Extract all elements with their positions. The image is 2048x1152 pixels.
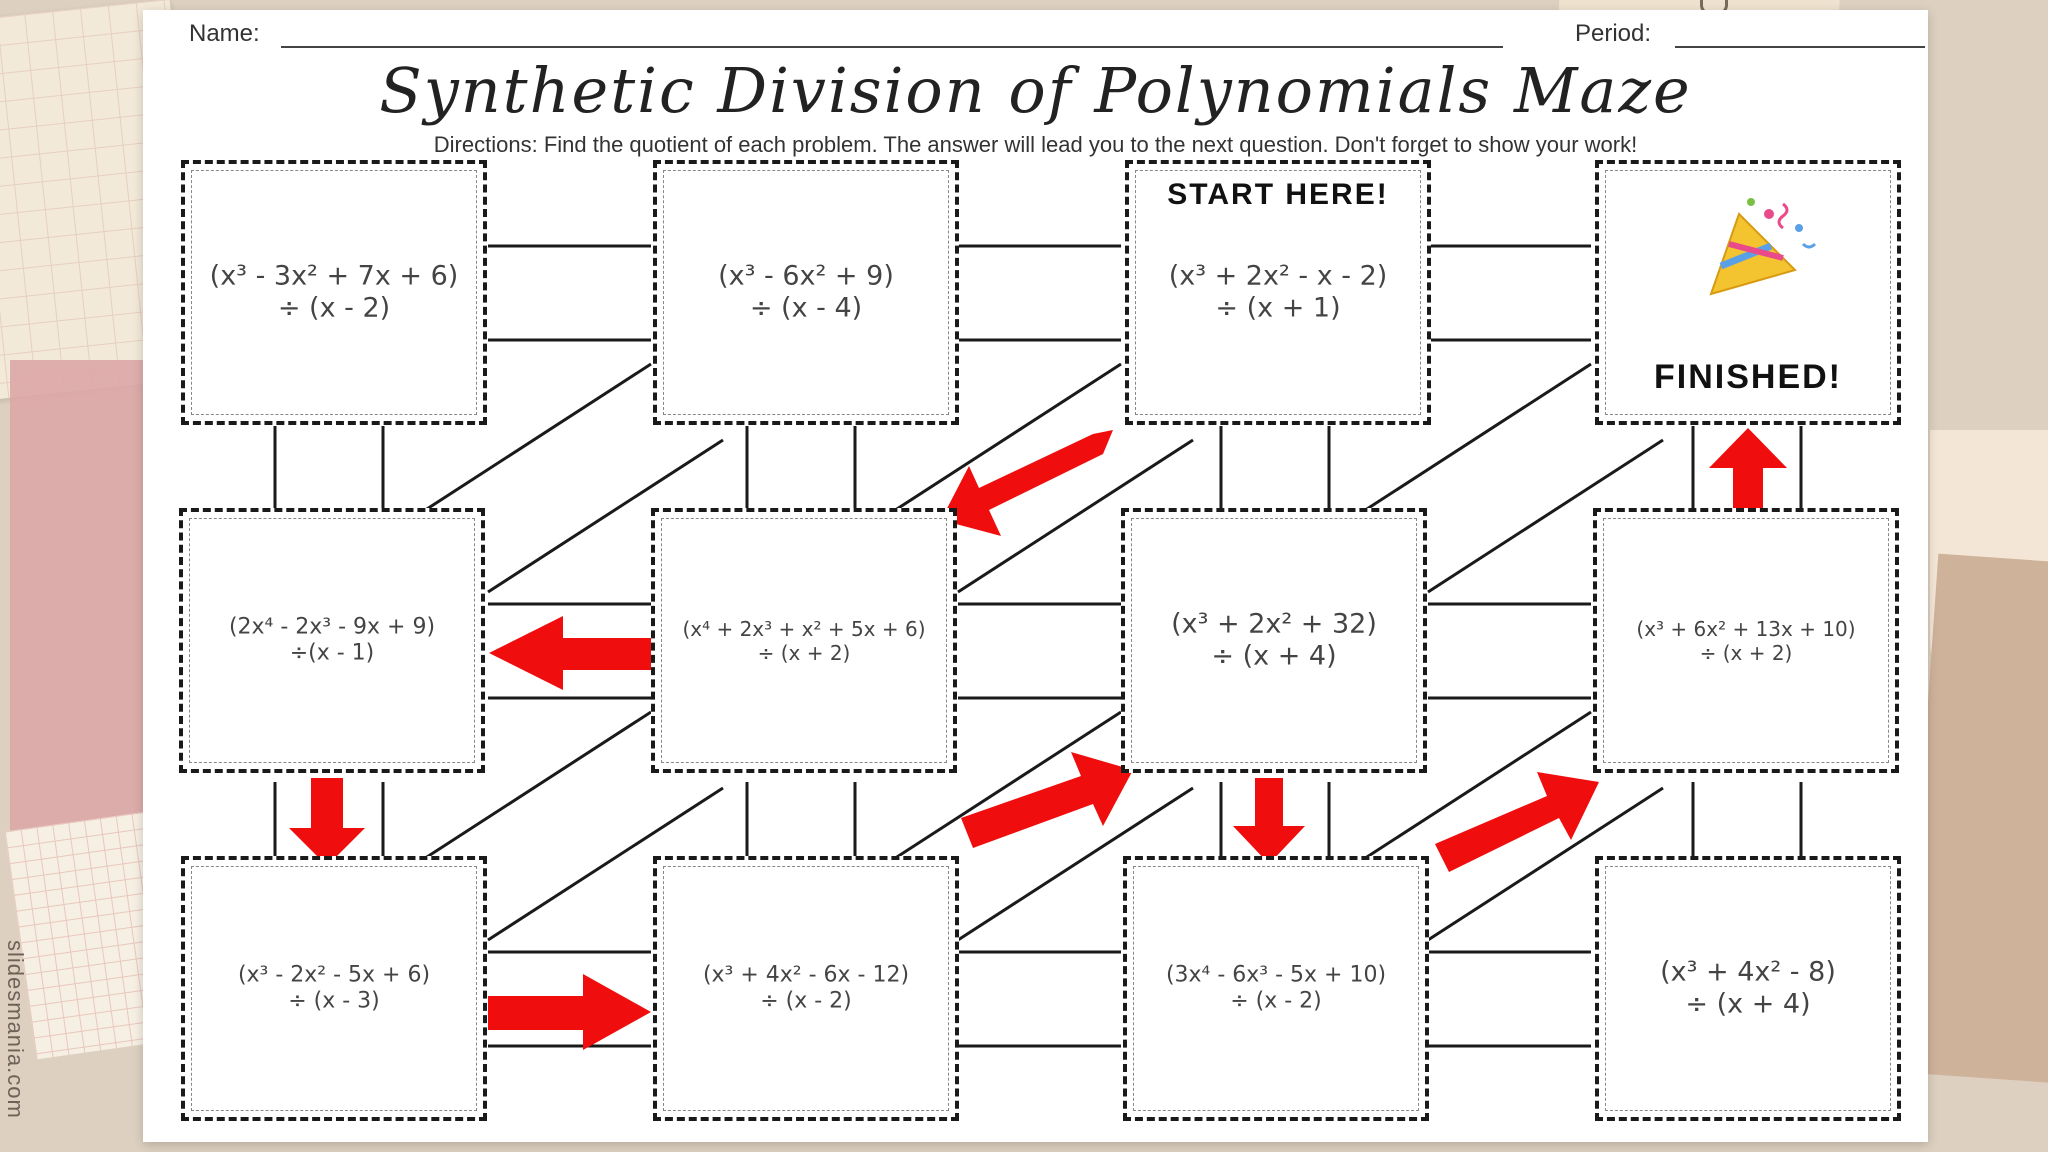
name-label: Name:	[189, 20, 260, 47]
red-arrow-icon	[289, 778, 365, 866]
red-arrow-icon	[488, 974, 651, 1050]
start-cell: START HERE! (x³ + 2x² - x - 2) ÷ (x + 1)	[1125, 160, 1431, 425]
problem-text: (2x⁴ - 2x³ - 9x + 9) ÷(x - 1)	[228, 614, 436, 666]
directions-text: Directions: Find the quotient of each pr…	[433, 132, 1638, 157]
maze-path	[412, 710, 652, 868]
maze-cell: (2x⁴ - 2x³ - 9x + 9) ÷(x - 1)	[179, 508, 485, 773]
worksheet: Name: Period: Synthetic Division of Poly…	[143, 10, 1928, 1142]
maze-path	[487, 438, 724, 594]
maze-cell: (x³ + 2x² + 32) ÷ (x + 4)	[1121, 508, 1427, 773]
red-arrow-icon	[961, 752, 1133, 848]
period-field[interactable]	[1675, 46, 1925, 48]
name-field[interactable]	[281, 46, 1503, 48]
maze-path	[1427, 786, 1664, 942]
problem-text: (x³ + 4x² - 8) ÷ (x + 4)	[1660, 956, 1836, 1020]
maze-cell: (x⁴ + 2x³ + x² + 5x + 6) ÷ (x + 2)	[651, 508, 957, 773]
maze-cell: (x³ + 6x² + 13x + 10) ÷ (x + 2)	[1593, 508, 1899, 773]
maze-path	[957, 438, 1194, 594]
period-label: Period:	[1575, 20, 1652, 47]
finished-label: FINISHED!	[1654, 358, 1842, 396]
problem-text: (x³ + 4x² - 6x - 12) ÷ (x - 2)	[702, 962, 910, 1014]
maze-cell: (x³ + 4x² - 6x - 12) ÷ (x - 2)	[653, 856, 959, 1121]
maze-cell: (x³ + 4x² - 8) ÷ (x + 4)	[1595, 856, 1901, 1121]
maze-path	[1427, 438, 1664, 594]
maze-cell: (x³ - 3x² + 7x + 6) ÷ (x - 2)	[181, 160, 487, 425]
red-arrow-icon	[1233, 778, 1305, 864]
red-arrow-icon	[489, 616, 651, 690]
maze-cell: (x³ - 6x² + 9) ÷ (x - 4)	[653, 160, 959, 425]
problem-text: (x³ - 3x² + 7x + 6) ÷ (x - 2)	[209, 260, 459, 324]
problem-text: (x³ - 2x² - 5x + 6) ÷ (x - 3)	[237, 962, 431, 1014]
red-arrow-icon	[941, 430, 1113, 536]
problem-text: (x³ + 6x² + 13x + 10) ÷ (x + 2)	[1636, 616, 1856, 665]
problem-text: (x³ + 2x² - x - 2) ÷ (x + 1)	[1168, 260, 1388, 324]
problem-text: (x³ - 6x² + 9) ÷ (x - 4)	[718, 260, 894, 324]
name-period-row: Name: Period:	[189, 16, 1929, 52]
problem-text: (x⁴ + 2x³ + x² + 5x + 6) ÷ (x + 2)	[682, 616, 926, 665]
finish-cell: FINISHED!	[1595, 160, 1901, 425]
maze-path	[957, 786, 1194, 942]
problem-text: (x³ + 2x² + 32) ÷ (x + 4)	[1171, 608, 1377, 672]
start-label: START HERE!	[1167, 178, 1389, 211]
maze-cell: (3x⁴ - 6x³ - 5x + 10) ÷ (x - 2)	[1123, 856, 1429, 1121]
problem-text: (3x⁴ - 6x³ - 5x + 10) ÷ (x - 2)	[1165, 962, 1387, 1014]
page-title: Synthetic Division of Polynomials Maze	[379, 54, 1692, 127]
maze-path	[487, 786, 724, 942]
red-arrow-icon	[1435, 772, 1599, 872]
maze-cell: (x³ - 2x² - 5x + 6) ÷ (x - 3)	[181, 856, 487, 1121]
maze-paths	[273, 244, 1803, 1050]
maze-path	[1352, 362, 1592, 520]
party-popper-icon	[1709, 198, 1817, 296]
maze-path	[882, 710, 1122, 868]
maze-path	[1352, 710, 1592, 868]
red-arrow-icon	[1709, 428, 1787, 518]
maze-path	[882, 362, 1122, 520]
credit-text: slidesmania.com	[3, 940, 28, 1119]
maze-path	[412, 362, 652, 520]
